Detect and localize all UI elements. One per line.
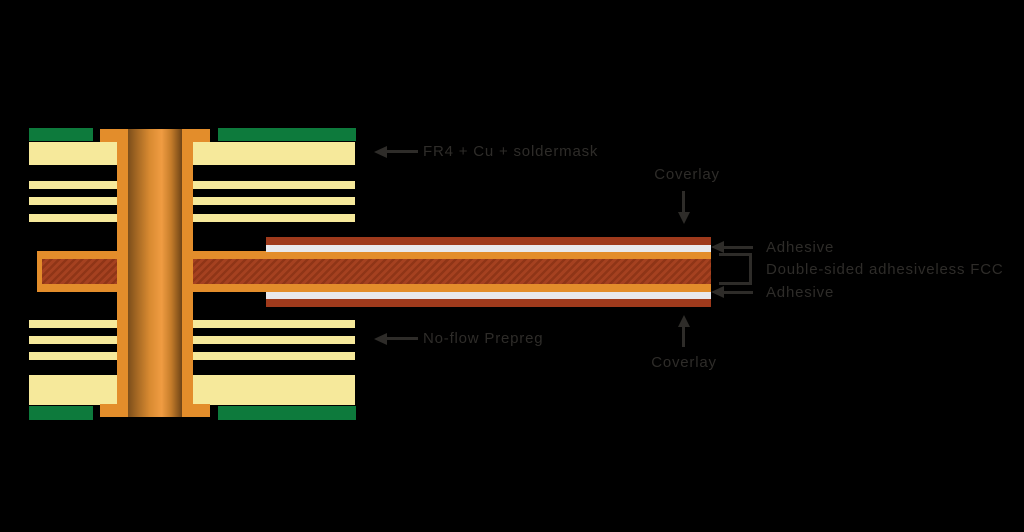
soldermask-layer-top-left: [29, 128, 93, 141]
coverlay-layer-bottom: [266, 299, 711, 307]
coverlay-bottom-label: Coverlay: [651, 354, 717, 371]
adhesive-top-label: Adhesive: [766, 239, 835, 256]
left-arrow-icon: [711, 286, 724, 298]
prepreg-arrow-line: [386, 337, 418, 340]
left-arrow-icon: [711, 241, 724, 253]
coverlay-top-arrow-line: [682, 191, 685, 212]
fr4-label: FR4 + Cu + soldermask: [423, 143, 599, 160]
left-arrow-icon: [374, 146, 387, 158]
coverlay-top-label: Coverlay: [654, 166, 720, 183]
adhesive-bottom-label: Adhesive: [766, 284, 835, 301]
soldermask-layer-bottom-left: [29, 406, 93, 420]
fcc-bracket: [719, 253, 752, 285]
soldermask-layer-top-right: [218, 128, 356, 141]
coverlay-bottom-arrow-line: [682, 326, 685, 347]
fr4-arrow-line: [386, 150, 418, 153]
coverlay-layer-top: [266, 237, 711, 245]
adhesive-bottom-arrow-line: [722, 291, 753, 294]
fcc-label: Double-sided adhesiveless FCC: [766, 261, 1004, 278]
up-arrow-icon: [678, 315, 690, 327]
soldermask-layer-bottom-right: [218, 406, 356, 420]
adhesive-layer-bottom: [266, 292, 711, 299]
prepreg-label: No-flow Prepreg: [423, 330, 544, 347]
left-arrow-icon: [374, 333, 387, 345]
adhesive-layer-top: [266, 245, 711, 252]
down-arrow-icon: [678, 212, 690, 224]
via-barrel-fill: [128, 129, 182, 417]
adhesive-top-arrow-line: [722, 246, 753, 249]
